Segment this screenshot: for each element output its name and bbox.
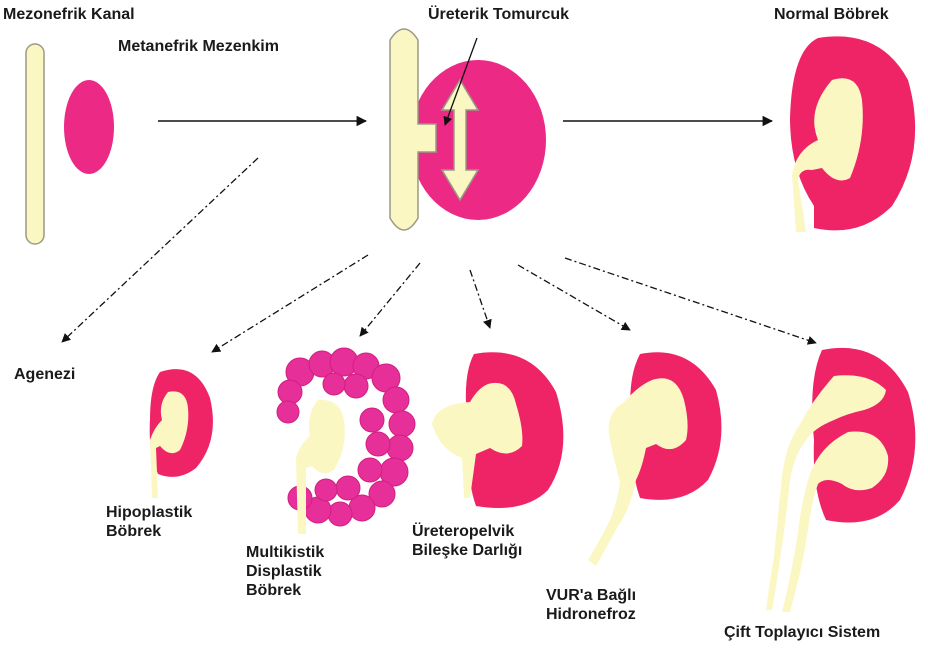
label-metanephric-mesenchyme: Metanefrik Mezenkim bbox=[118, 37, 279, 56]
label-vur-line1: VUR'a Bağlı bbox=[546, 586, 636, 605]
arrow-to-hypoplastic bbox=[212, 255, 368, 352]
label-hypoplastic-kidney: Hipoplastik Böbrek bbox=[106, 503, 192, 541]
label-hypoplastic-line1: Hipoplastik bbox=[106, 503, 192, 522]
label-hypoplastic-line2: Böbrek bbox=[106, 522, 192, 541]
label-multicystic-line1: Multikistik bbox=[246, 543, 324, 562]
label-upj-line2: Bileşke Darlığı bbox=[412, 541, 522, 560]
label-multicystic-line3: Böbrek bbox=[246, 581, 324, 600]
label-vur-hydronephrosis: VUR'a Bağlı Hidronefroz bbox=[546, 586, 636, 624]
stage-ureteric-bud bbox=[390, 29, 546, 230]
arrow-to-multicystic bbox=[360, 263, 420, 336]
label-agenesis: Agenezi bbox=[14, 365, 75, 384]
arrow-to-upj bbox=[470, 270, 490, 328]
mesonephric-duct-shape bbox=[26, 44, 44, 244]
multicystic-kidney-shape bbox=[277, 348, 415, 534]
label-multicystic-line2: Displastik bbox=[246, 562, 324, 581]
label-upj-line1: Üreteropelvik bbox=[412, 522, 522, 541]
label-normal-kidney: Normal Böbrek bbox=[774, 5, 889, 24]
arrow-to-duplex bbox=[565, 258, 816, 343]
metanephric-mesenchyme-shape bbox=[64, 80, 114, 174]
label-upj-obstruction: Üreteropelvik Bileşke Darlığı bbox=[412, 522, 522, 560]
label-duplex-system: Çift Toplayıcı Sistem bbox=[724, 623, 880, 642]
arrow-to-agenesis bbox=[62, 158, 258, 342]
label-vur-line2: Hidronefroz bbox=[546, 605, 636, 624]
hypoplastic-kidney-shape bbox=[150, 369, 213, 498]
ureteric-bud-shape bbox=[390, 29, 436, 230]
stage-mesonephric bbox=[26, 44, 114, 244]
normal-kidney-shape bbox=[790, 36, 915, 232]
label-multicystic-kidney: Multikistik Displastik Böbrek bbox=[246, 543, 324, 600]
label-ureteric-bud: Üreterik Tomurcuk bbox=[428, 5, 569, 24]
vur-kidney-shape bbox=[588, 352, 721, 566]
upj-kidney-shape bbox=[432, 352, 563, 508]
duplex-kidney-shape bbox=[766, 348, 915, 612]
label-mesonephric-duct: Mezonefrik Kanal bbox=[3, 5, 135, 24]
